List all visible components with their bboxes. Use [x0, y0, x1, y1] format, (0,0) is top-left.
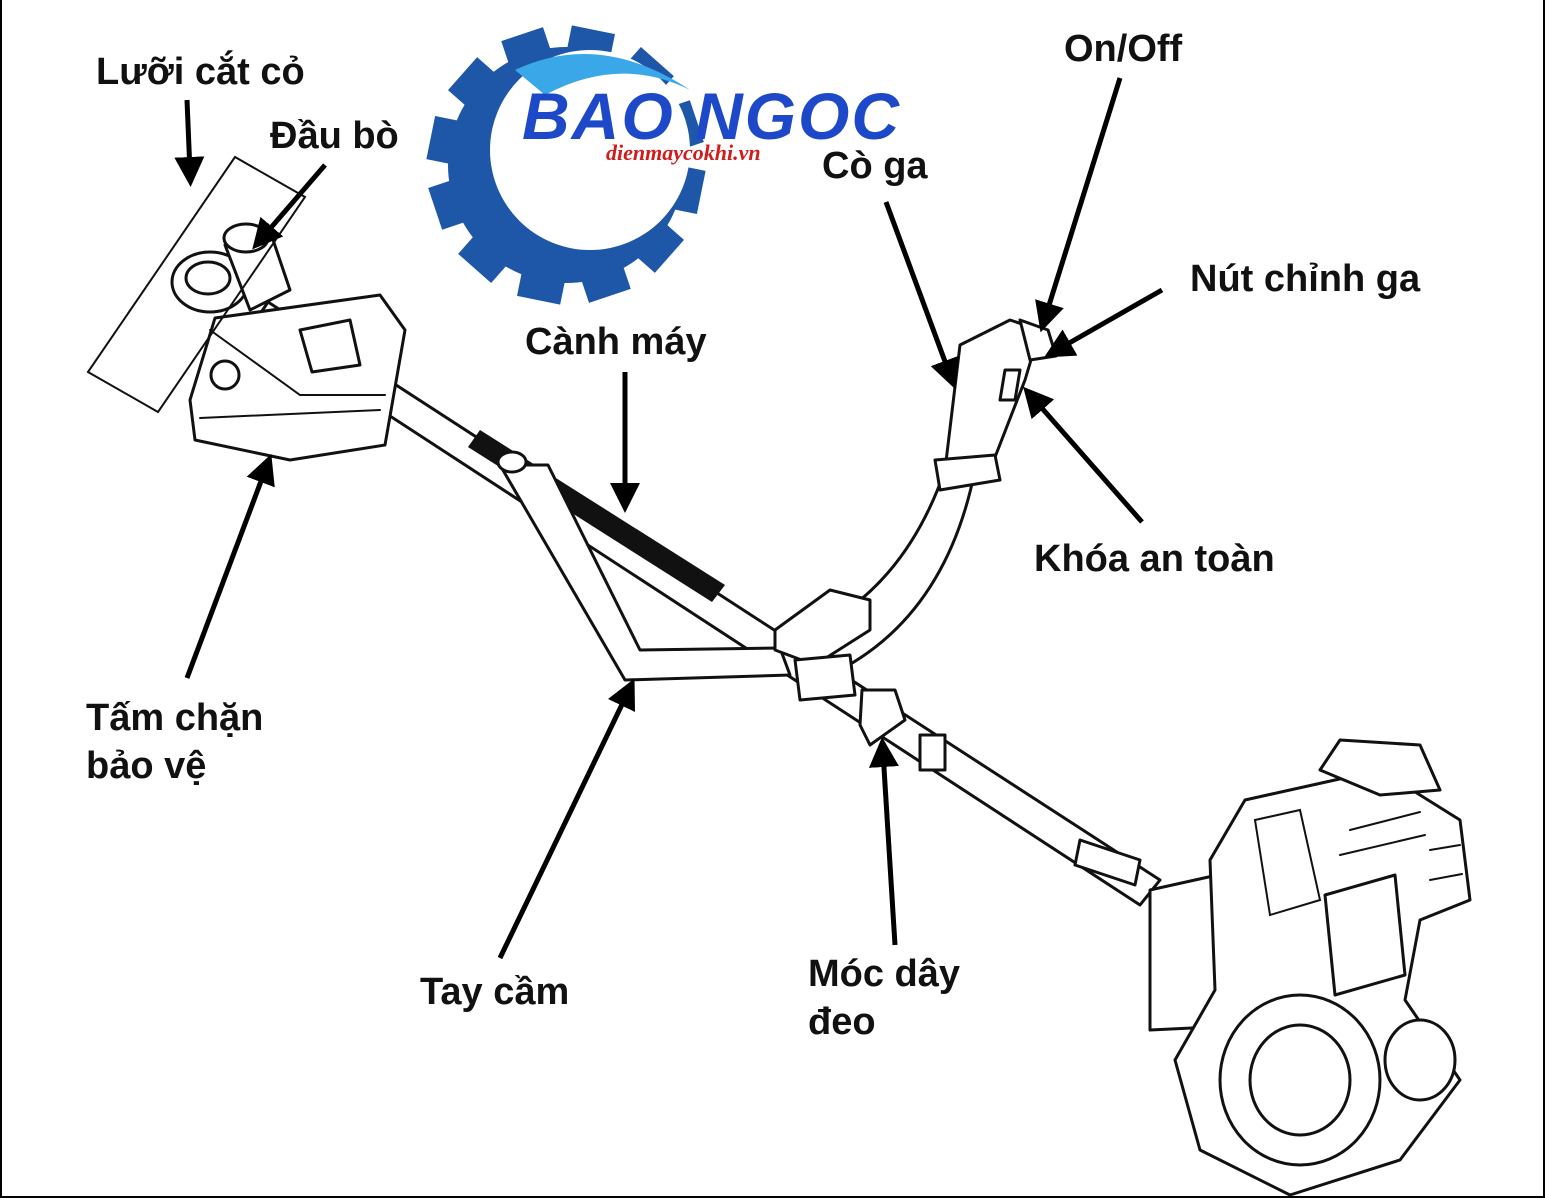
- arrow-strap-hook: [868, 737, 899, 946]
- label-on-off: On/Off: [1064, 28, 1183, 70]
- arrow-throttle-adjust: [1043, 287, 1164, 358]
- label-safety-lock: Khóa an toàn: [1034, 538, 1275, 580]
- gear-tooth: [458, 226, 515, 283]
- gear-tooth: [448, 57, 505, 114]
- label-guard-line2: bảo vệ: [86, 745, 207, 787]
- arrow-guard: [184, 453, 275, 679]
- label-strap-hook-line1: Móc dây: [808, 953, 961, 995]
- arrow-handle: [497, 678, 636, 960]
- label-shaft: Cành máy: [525, 321, 707, 363]
- arrow-throttle-trigger: [883, 201, 959, 390]
- label-throttle-adjust: Nút chỉnh ga: [1190, 258, 1421, 300]
- gear-tooth: [627, 216, 684, 273]
- brand-logo-website: dienmaycokhi.vn: [606, 140, 761, 165]
- arrow-blade: [174, 99, 205, 187]
- label-throttle-trigger: Cò ga: [822, 145, 928, 187]
- arrow-gear-head: [252, 163, 327, 250]
- label-handle: Tay cầm: [420, 971, 570, 1013]
- clamp-drawing: [773, 588, 947, 772]
- label-blade: Lưỡi cắt cỏ: [96, 51, 305, 93]
- gear-logo-icon: [426, 25, 706, 305]
- arrow-on-off: [1035, 77, 1123, 333]
- label-guard-line1: Tấm chặn: [86, 697, 264, 739]
- guard-and-head-drawing: [170, 222, 407, 462]
- blade-width-dimension: [86, 155, 307, 414]
- callout-arrows: [174, 77, 1164, 960]
- brand-logo-name: BAO NGOC: [522, 79, 901, 153]
- label-gear-head: Đầu bò: [270, 115, 399, 157]
- engine-drawing: [1073, 738, 1472, 1197]
- label-strap-hook-line2: đeo: [808, 1001, 876, 1043]
- arrow-safety-lock: [1023, 386, 1144, 524]
